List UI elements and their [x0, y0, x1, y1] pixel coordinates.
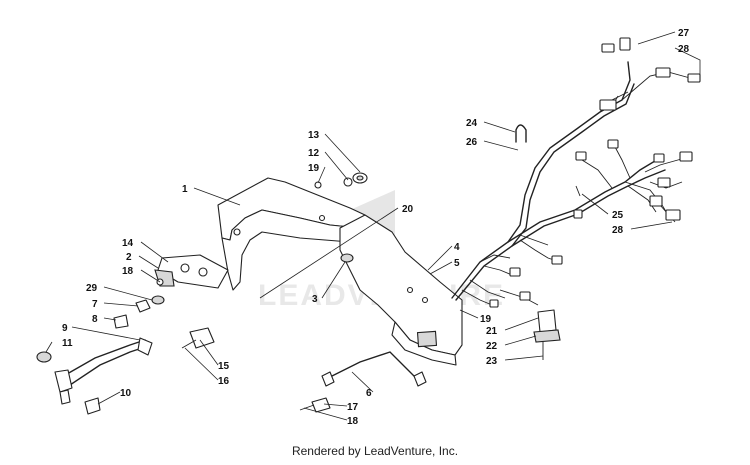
- clamp-24: [515, 124, 527, 143]
- callout-22: 22: [486, 341, 498, 352]
- callout-15: 15: [218, 361, 230, 372]
- cable-assembly-9: [54, 337, 153, 405]
- callouts: 1 2 3 4 5 6 7 8 9 10 11 12 13 14 15 16 1…: [62, 28, 690, 427]
- callout-4: 4: [454, 242, 460, 253]
- callout-18-lower: 18: [347, 416, 359, 427]
- callout-28-lower: 28: [612, 225, 624, 236]
- callout-25: 25: [612, 210, 624, 221]
- footer-credit: Rendered by LeadVenture, Inc.: [291, 444, 459, 458]
- harness-connectors: [489, 37, 701, 308]
- callout-3: 3: [312, 294, 318, 305]
- callout-28-upper: 28: [678, 44, 690, 55]
- screw-18-lower: [299, 404, 315, 411]
- main-bracket: [217, 177, 463, 366]
- grommet-29: [151, 295, 165, 305]
- callout-21: 21: [486, 326, 498, 337]
- connector-10: [84, 397, 101, 415]
- light-7: [135, 299, 151, 313]
- bulb-8: [113, 314, 129, 329]
- callout-29: 29: [86, 283, 98, 294]
- callout-7: 7: [92, 299, 98, 310]
- bracket-22: [533, 329, 561, 343]
- relay-21: [537, 309, 557, 333]
- rod-16: [181, 339, 197, 349]
- callout-16: 16: [218, 376, 230, 387]
- callout-9: 9: [62, 323, 68, 334]
- callout-5: 5: [454, 258, 460, 269]
- callout-14: 14: [122, 238, 134, 249]
- bracket-15: [189, 327, 215, 349]
- callout-12: 12: [308, 148, 320, 159]
- ground-cable-6: [321, 351, 427, 387]
- nut-19-upper: [314, 181, 322, 189]
- washer-12: [343, 177, 353, 187]
- leader-lines: [45, 31, 701, 421]
- callout-19-lower: 19: [480, 314, 492, 325]
- callout-6: 6: [366, 388, 372, 399]
- boot-11: [36, 351, 52, 363]
- callout-18-upper: 18: [122, 266, 134, 277]
- clip-17: [311, 397, 331, 413]
- callout-19-upper: 19: [308, 163, 320, 174]
- callout-10: 10: [120, 388, 132, 399]
- callout-27: 27: [678, 28, 690, 39]
- callout-2: 2: [126, 252, 132, 263]
- callout-26: 26: [466, 137, 478, 148]
- grommet-13: [352, 172, 368, 184]
- wiring-harness-26: [451, 61, 691, 306]
- callout-11: 11: [62, 338, 73, 349]
- callout-17: 17: [347, 402, 359, 413]
- callout-23: 23: [486, 356, 498, 367]
- callout-20: 20: [402, 204, 414, 215]
- callout-13: 13: [308, 130, 320, 141]
- switch-plate-14: [157, 254, 229, 289]
- callout-24: 24: [466, 118, 478, 129]
- callout-1: 1: [182, 184, 188, 195]
- callout-8: 8: [92, 314, 98, 325]
- cable-tie-25: [575, 185, 581, 197]
- grommet-3: [340, 253, 354, 263]
